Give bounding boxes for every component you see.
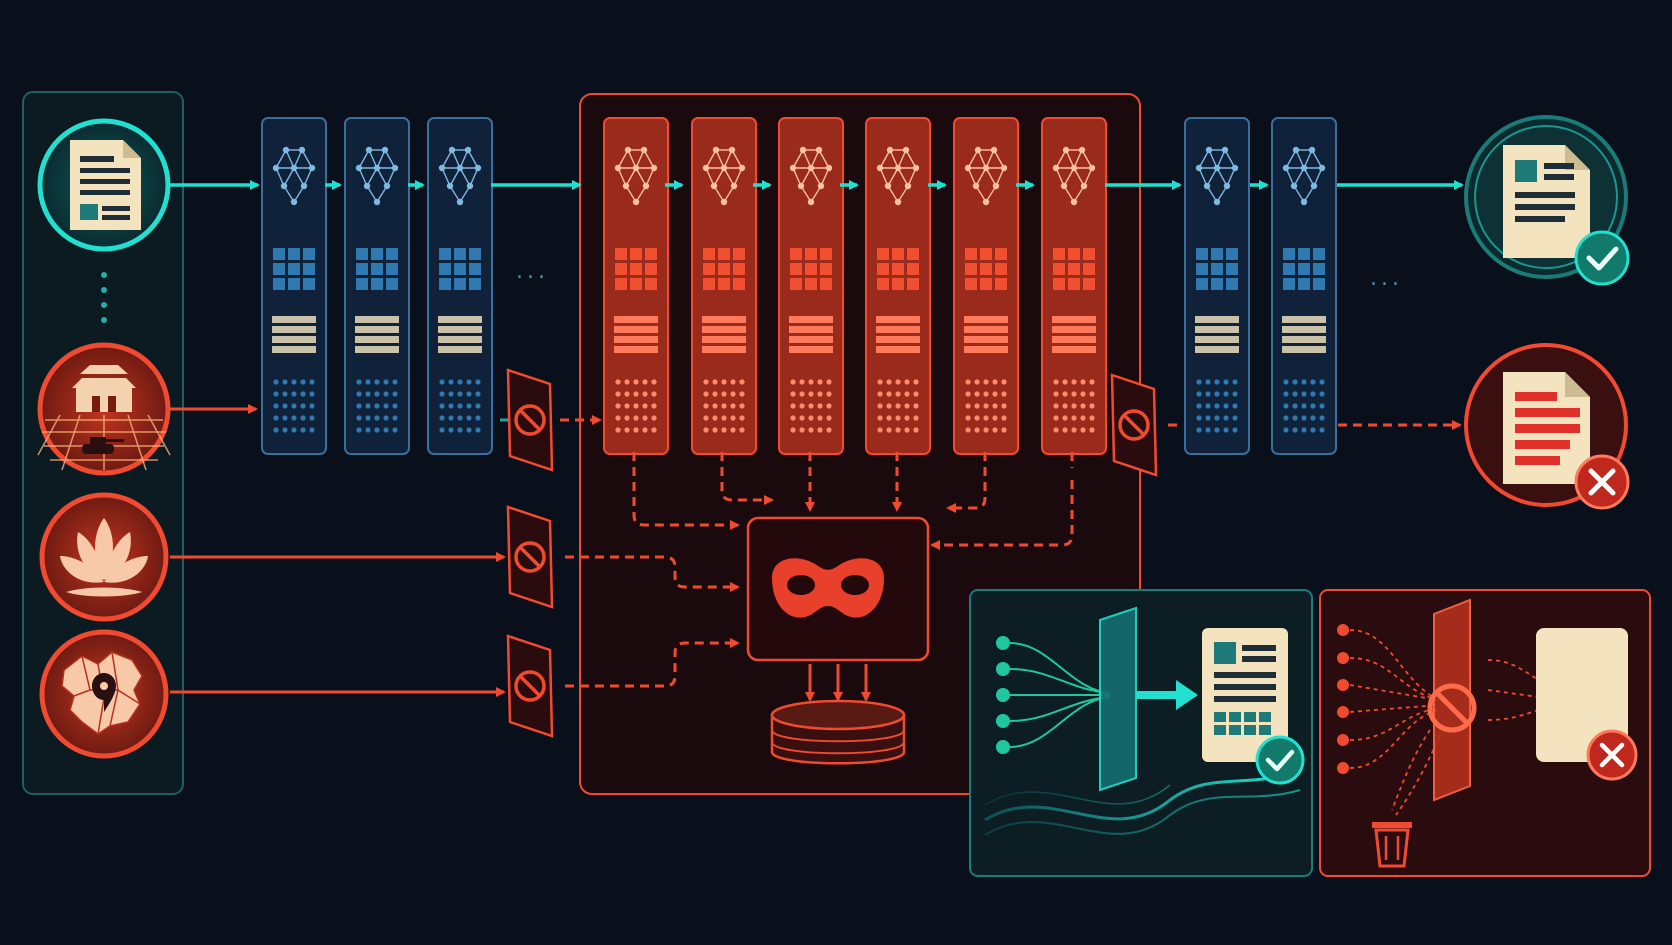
grid-icon <box>273 248 315 290</box>
database-icon <box>770 699 906 765</box>
allowed-flow-panel <box>969 589 1313 877</box>
neural-net-icon <box>1195 146 1239 206</box>
layer-9 <box>1041 117 1107 455</box>
china-map-pin-icon[interactable] <box>39 629 169 759</box>
grid-icon <box>877 248 919 290</box>
layer-3 <box>427 117 493 455</box>
layer-1 <box>261 117 327 455</box>
dots-icon <box>356 379 398 433</box>
layer-7 <box>865 117 931 455</box>
dots-icon <box>1053 379 1095 433</box>
layer-10 <box>1184 117 1250 455</box>
grid-icon <box>703 248 745 290</box>
dots-icon <box>877 379 919 433</box>
neural-net-icon <box>438 146 482 206</box>
neural-net-icon <box>876 146 920 206</box>
grid-icon <box>1283 248 1325 290</box>
dots-icon <box>1196 379 1238 433</box>
tiananmen-tank-icon[interactable] <box>37 342 171 476</box>
block-icon <box>506 368 554 472</box>
stripes-icon <box>272 316 316 353</box>
approved-document-icon[interactable] <box>1464 115 1630 286</box>
grid-icon <box>1196 248 1238 290</box>
stripes-icon <box>702 316 746 353</box>
red-dashed-arrows-down <box>805 664 871 702</box>
neural-net-icon <box>702 146 746 206</box>
rejected-document-icon[interactable] <box>1464 343 1630 510</box>
neural-net-icon <box>1282 146 1326 206</box>
layer-6 <box>778 117 844 455</box>
layer-11 <box>1271 117 1337 455</box>
dots-icon <box>439 379 481 433</box>
neural-net-icon <box>1052 146 1096 206</box>
stripes-icon <box>876 316 920 353</box>
neural-net-icon <box>789 146 833 206</box>
layer-8 <box>953 117 1019 455</box>
dots-icon <box>1283 379 1325 433</box>
block-icon <box>506 505 554 609</box>
grid-icon <box>1053 248 1095 290</box>
document-icon[interactable] <box>37 118 171 252</box>
grid-icon <box>965 248 1007 290</box>
stripes-icon <box>1052 316 1096 353</box>
block-icon <box>1110 373 1158 477</box>
grid-icon <box>356 248 398 290</box>
neural-net-icon <box>355 146 399 206</box>
dots-icon <box>790 379 832 433</box>
stripes-icon <box>964 316 1008 353</box>
dots-icon <box>965 379 1007 433</box>
block-icon <box>506 634 554 738</box>
layer-5 <box>691 117 757 455</box>
neural-net-icon <box>964 146 1008 206</box>
dots-icon <box>615 379 657 433</box>
layer-4 <box>603 117 669 455</box>
ellipsis-left: ... <box>516 259 549 284</box>
neural-net-icon <box>272 146 316 206</box>
grid-icon <box>790 248 832 290</box>
neural-net-icon <box>614 146 658 206</box>
stripes-icon <box>438 316 482 353</box>
lotus-icon[interactable] <box>39 492 169 622</box>
red-flow-arrows <box>170 404 506 697</box>
stripes-icon <box>355 316 399 353</box>
vertical-ellipsis <box>101 272 107 323</box>
trash-icon <box>1372 822 1412 868</box>
dots-icon <box>703 379 745 433</box>
grid-icon <box>439 248 481 290</box>
red-dashed-arrows <box>500 415 1462 688</box>
ellipsis-right: ... <box>1370 266 1403 291</box>
grid-icon <box>615 248 657 290</box>
mask-icon[interactable] <box>746 516 930 662</box>
layer-2 <box>344 117 410 455</box>
dots-icon <box>273 379 315 433</box>
stripes-icon <box>1282 316 1326 353</box>
blocked-flow-panel <box>1319 589 1651 877</box>
stripes-icon <box>789 316 833 353</box>
stripes-icon <box>614 316 658 353</box>
stripes-icon <box>1195 316 1239 353</box>
